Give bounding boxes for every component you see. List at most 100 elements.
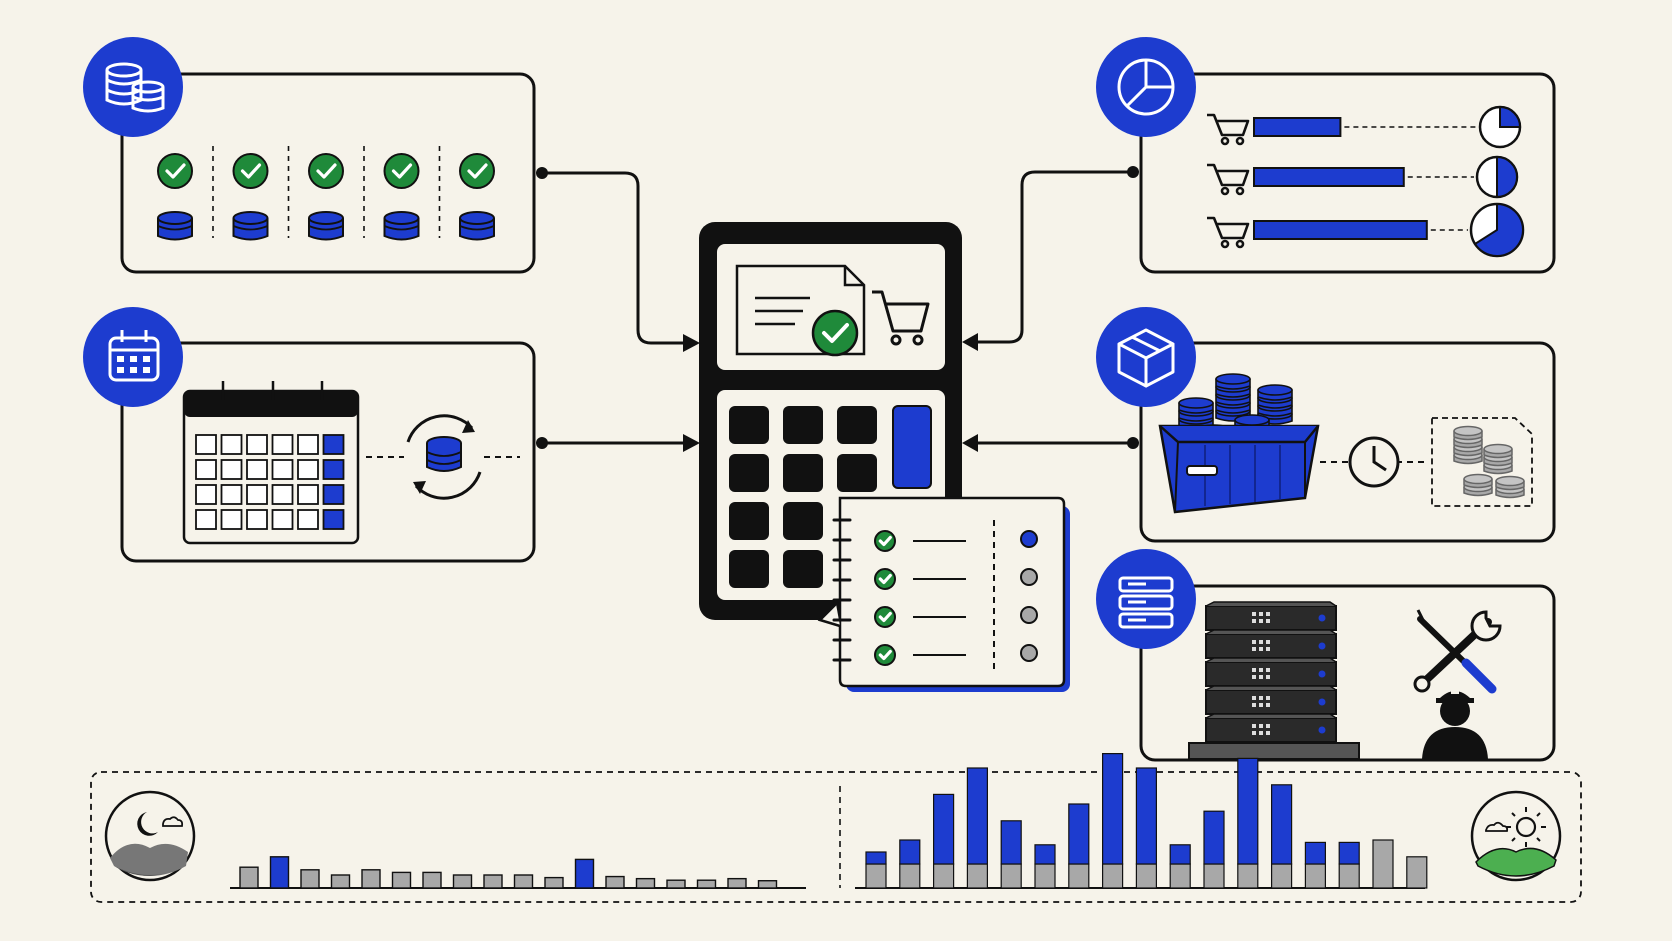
night-bar-highlight [574,858,595,889]
progress-bar [1253,220,1428,240]
calendar-cell [246,484,268,505]
day-bar-peak [1270,784,1293,865]
keypad-key [783,550,823,588]
panel-frame [1139,72,1556,274]
calendar-icon [108,330,160,382]
coin-stack [1483,443,1513,475]
day-bar-base [1270,863,1293,889]
database-icon [232,211,269,241]
calendar-cell [297,434,319,455]
database-icon [308,211,344,241]
night-bar [635,877,656,889]
keypad-key [729,406,769,444]
clock-icon [1348,436,1400,488]
keypad-key [837,406,877,444]
dashed-coin-stack-icon [1431,417,1533,507]
night-bar [757,880,778,889]
calendar-cell [246,509,268,530]
progress-bar [1253,117,1342,137]
panel-database-checks [83,37,536,274]
keypad-key [837,454,877,492]
payment-terminal [699,222,962,620]
night-bar [544,876,564,889]
calendar-cell [271,509,294,530]
connector-dot [1127,166,1139,178]
checklist-check-icon [874,568,896,590]
checklist-check-icon [874,644,896,666]
day-bar-peak [899,839,921,865]
server-unit [1205,657,1337,687]
panel-frame [1139,584,1556,762]
night-bar [300,869,320,889]
technician-icon [1422,688,1488,759]
panel-inventory [1096,307,1556,543]
night-bar-highlight [269,856,290,889]
night-bar [422,871,442,889]
status-led [1318,726,1326,734]
arrowhead-left [962,333,978,351]
status-led [1318,642,1326,650]
day-bar-peak [1034,844,1056,865]
day-bar-peak [1068,803,1090,865]
verified-check-icon [383,153,420,189]
wrench-screwdriver-icon [1413,609,1502,694]
crate-with-coins [1158,373,1320,514]
badge-circle [1096,549,1196,649]
day-bar-base [1304,863,1327,889]
shopping-cart-icon [1207,113,1250,146]
verified-check-icon [308,153,344,189]
keypad-key [783,454,823,492]
pie-chart-icon [1117,58,1175,116]
server-unit [1205,713,1337,743]
connector-dot [536,167,548,179]
pie-slice [1499,105,1522,128]
day-bar-peak [1304,841,1327,865]
server-unit [1205,601,1337,631]
night-bar [452,874,473,889]
night-bars [239,856,778,889]
keypad-key [729,550,769,588]
calendar-cell [220,484,243,505]
status-led [1318,614,1326,622]
day-bar-peak [1169,844,1191,865]
calendar-cell [322,459,345,480]
calendar-cell [271,484,294,505]
panel-frame [120,72,536,274]
connector-dot [1127,437,1139,449]
night-bar [239,866,259,889]
package-box-icon [1117,328,1175,388]
day-bar-base [1372,839,1394,889]
calendar-cell [220,509,243,530]
day-bar-base [1203,863,1225,889]
day-bar-base [1034,863,1056,889]
sync-database-icon [406,414,482,500]
day-bar-base [1338,863,1360,889]
panel-orders-progress [1096,37,1556,274]
day-bar-peak [1000,820,1022,865]
day-night-activity-chart [90,752,1582,903]
night-bar [330,874,351,889]
day-bar-peak [1237,757,1259,865]
calendar-cell [322,509,345,530]
day-bar-base [1169,863,1191,889]
day-bars [865,752,1428,889]
checklist-status-dot [1020,606,1038,624]
server-unit [1205,629,1337,659]
night-bar [605,875,625,889]
coin-stack [1178,397,1214,430]
server-unit [1205,685,1337,715]
checklist-status-dot [1020,530,1038,548]
day-bar-peak [1101,752,1124,865]
calendar-cell [195,509,217,530]
calendar-cell [271,459,294,480]
calendar-grid [182,381,360,545]
keypad-enter-key [892,405,932,489]
day-bar-peak [966,767,989,865]
calendar-cell [297,459,319,480]
keypad-key [729,454,769,492]
progress-bar [1253,167,1405,187]
day-bar-base [1101,863,1124,889]
coin-stack [1453,425,1483,465]
status-led [1318,670,1326,678]
